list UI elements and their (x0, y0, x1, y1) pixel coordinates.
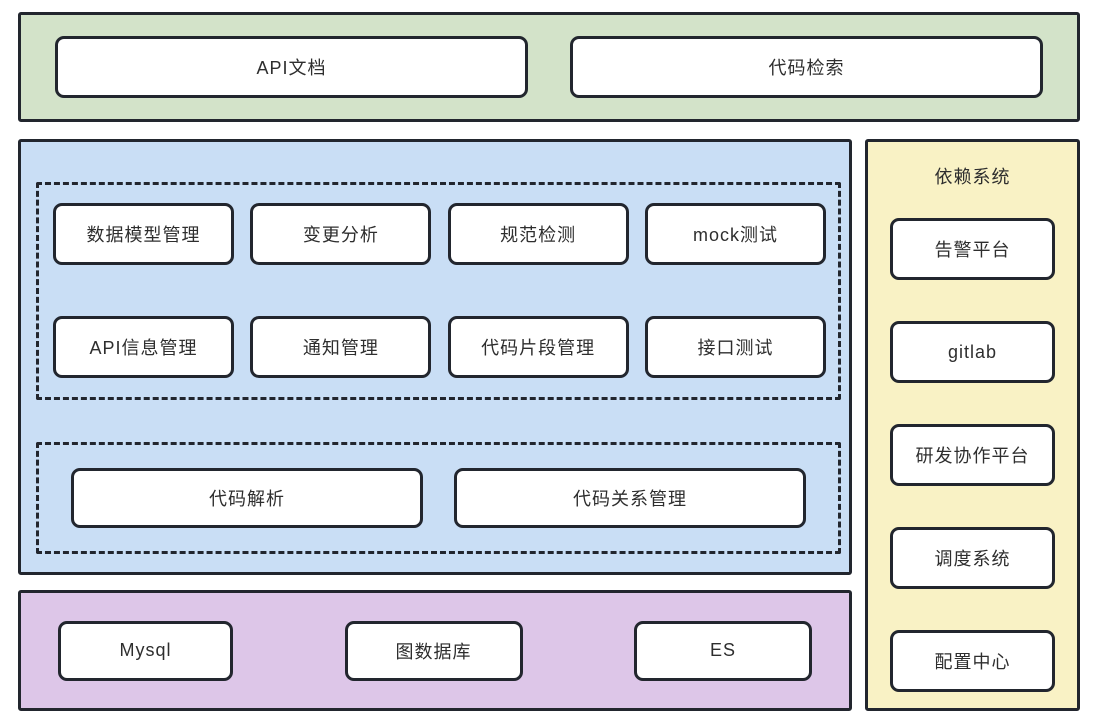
module-box-code-snippet: 代码片段管理 (447, 316, 629, 378)
module-row-2: API信息管理 通知管理 代码片段管理 接口测试 (53, 316, 826, 378)
module-row-1: 数据模型管理 变更分析 规范检测 mock测试 (53, 203, 826, 265)
api-layer-section: API文档 代码检索 (18, 12, 1080, 122)
storage-box-es: ES (634, 620, 812, 681)
dependency-box-gitlab: gitlab (890, 321, 1055, 383)
storage-box-mysql: Mysql (58, 620, 233, 681)
code-search-box: 代码检索 (570, 36, 1043, 98)
dependency-section: 依赖系统 告警平台 gitlab 研发协作平台 调度系统 配置中心 (865, 139, 1080, 711)
dependency-section-title: 依赖系统 (934, 167, 1011, 187)
module-box-change-analysis: 变更分析 (250, 203, 432, 265)
storage-box-graph-db: 图数据库 (344, 620, 523, 681)
code-analysis-group: 代码解析 代码关系管理 (36, 442, 841, 554)
dependency-box-scheduler: 调度系统 (890, 527, 1055, 589)
dependency-box-config-center: 配置中心 (890, 630, 1055, 692)
dependency-box-dev-collab: 研发协作平台 (890, 424, 1055, 486)
dependency-boxes: 告警平台 gitlab 研发协作平台 调度系统 配置中心 (890, 218, 1055, 692)
management-modules-group: 数据模型管理 变更分析 规范检测 mock测试 API信息管理 通知管理 代码片… (36, 182, 841, 400)
module-box-code-parse: 代码解析 (71, 468, 423, 528)
module-box-data-model: 数据模型管理 (53, 203, 234, 265)
service-layer-section: 数据模型管理 变更分析 规范检测 mock测试 API信息管理 通知管理 代码片… (18, 139, 852, 575)
module-box-api-info: API信息管理 (53, 316, 234, 378)
api-docs-box: API文档 (55, 36, 528, 98)
storage-section: Mysql 图数据库 ES (18, 590, 852, 711)
dependency-box-alert-platform: 告警平台 (890, 218, 1055, 280)
module-box-interface-test: 接口测试 (644, 316, 826, 378)
module-box-spec-check: 规范检测 (447, 203, 629, 265)
module-box-notification: 通知管理 (250, 316, 432, 378)
module-box-code-relation: 代码关系管理 (454, 468, 806, 528)
module-box-mock-test: mock测试 (644, 203, 826, 265)
